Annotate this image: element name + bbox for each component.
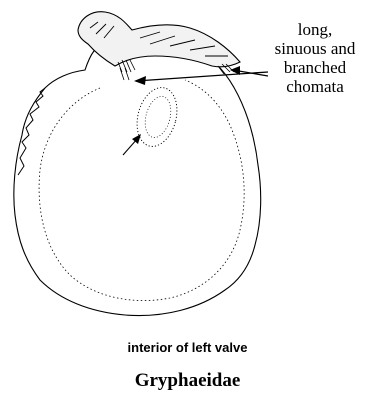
annotation-line-1: long, bbox=[255, 20, 375, 39]
muscle-scar-inner bbox=[141, 94, 175, 141]
inner-margin bbox=[39, 80, 244, 301]
hinge-area bbox=[78, 12, 240, 67]
pointer-arrowhead-upper bbox=[134, 76, 146, 85]
figure-caption: interior of left valve bbox=[0, 340, 375, 355]
annotation-line-2: sinuous and bbox=[255, 39, 375, 58]
family-name: Gryphaeidae bbox=[0, 370, 375, 392]
shell-ragged-edge bbox=[18, 88, 45, 175]
chomata-annotation: long, sinuous and branched chomata bbox=[255, 20, 375, 96]
annotation-line-4: chomata bbox=[255, 77, 375, 96]
pointer-line-upper bbox=[136, 72, 268, 81]
annotation-line-3: branched bbox=[255, 58, 375, 77]
